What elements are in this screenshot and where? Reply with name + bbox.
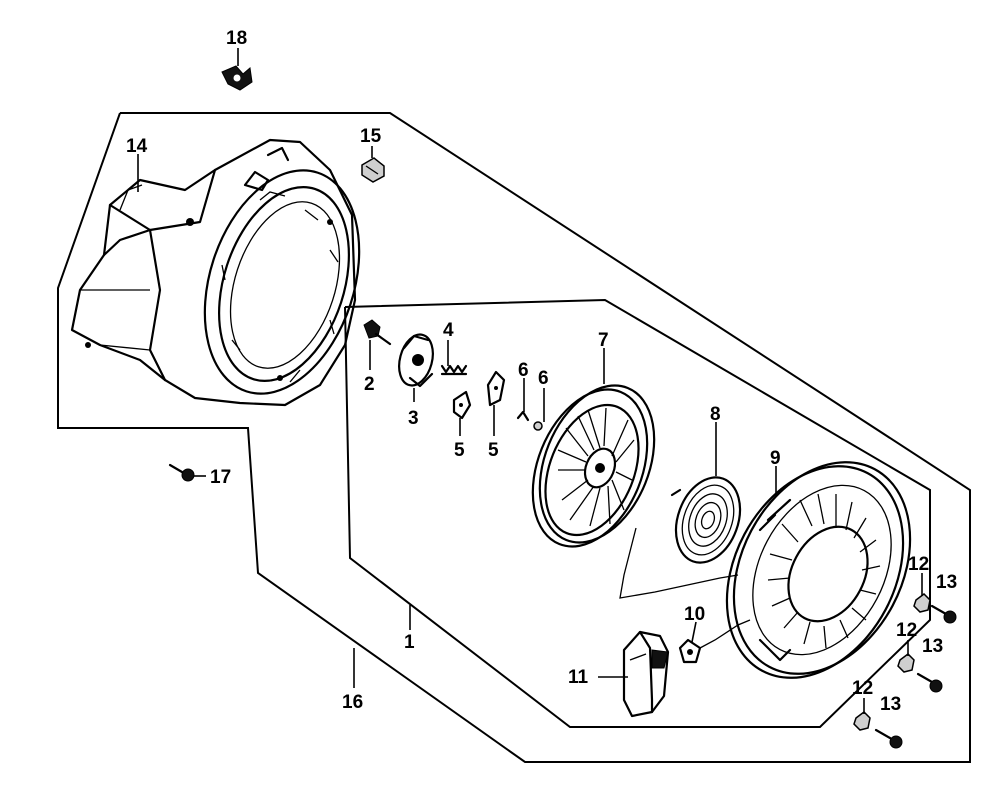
label-9: 9 — [770, 448, 781, 469]
label-2: 2 — [364, 374, 375, 395]
part-15-grommet — [361, 157, 385, 183]
label-5b: 5 — [488, 440, 499, 461]
part-14-fan-cover — [70, 138, 361, 407]
part-5-pawl-b — [486, 370, 506, 407]
label-1: 1 — [404, 632, 415, 653]
part-6-pin-springs — [516, 410, 543, 431]
label-13a: 13 — [936, 572, 957, 593]
label-6b: 6 — [538, 368, 549, 389]
part-8-spiral-spring — [670, 476, 742, 564]
label-15: 15 — [360, 126, 382, 147]
part-12-washer-c — [853, 711, 871, 731]
outer-assembly-boundary — [57, 112, 971, 763]
part-10-rope-retainer — [678, 638, 702, 664]
part-12-washer-b — [897, 653, 915, 673]
part-9-starter-case — [725, 461, 912, 679]
part-5-pawl-a — [452, 390, 472, 420]
label-4: 4 — [443, 320, 454, 341]
part-13-bolt-c — [874, 728, 903, 749]
label-12b: 12 — [896, 620, 917, 641]
part-13-bolt-b — [916, 672, 943, 693]
label-3: 3 — [408, 408, 419, 429]
part-7-reel — [531, 384, 656, 548]
label-14: 14 — [126, 136, 148, 157]
label-13b: 13 — [922, 636, 943, 657]
label-16: 16 — [342, 692, 363, 713]
label-12c: 12 — [852, 678, 873, 699]
label-8: 8 — [710, 404, 721, 425]
part-12-washer-a — [913, 593, 931, 613]
part-13-bolt-a — [930, 604, 957, 624]
label-18: 18 — [226, 28, 247, 49]
inner-assembly-boundary — [344, 298, 931, 728]
label-12a: 12 — [908, 554, 929, 575]
part-18-wing-nut — [221, 65, 253, 91]
part-4-spring — [440, 364, 468, 376]
label-13c: 13 — [880, 694, 901, 715]
label-11: 11 — [568, 667, 589, 688]
label-5a: 5 — [454, 440, 465, 461]
part-2-bolt — [363, 319, 392, 346]
label-10: 10 — [684, 604, 705, 625]
leader-lines — [137, 48, 923, 714]
label-7: 7 — [598, 330, 609, 351]
starter-rope — [619, 527, 751, 649]
label-17: 17 — [210, 467, 231, 488]
part-3-ratchet — [398, 333, 434, 388]
part-11-starter-grip — [622, 630, 670, 718]
label-6a: 6 — [518, 360, 529, 381]
part-17-bolt — [168, 463, 195, 482]
